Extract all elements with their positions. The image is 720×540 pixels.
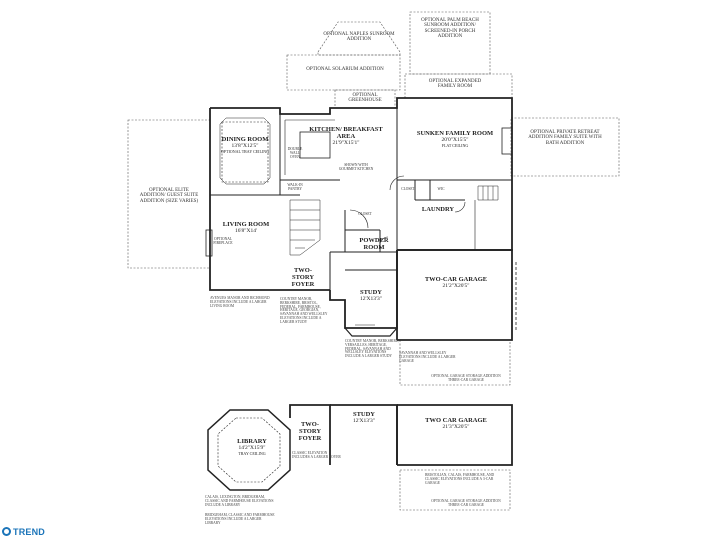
note-include-library: CALAIS, LEXINGTON, BRIDGEHAM, CLASSIC AN…	[205, 495, 274, 507]
palm-beach-option: OPTIONAL PALM BEACH SUNROOM ADDITION/ SC…	[421, 18, 479, 39]
solarium-outline	[286, 54, 401, 91]
two-story-foyer-alt-label: TWO-STORY FOYER	[298, 421, 322, 442]
naples-sunroom-option: OPTIONAL NAPLES SUNROOM ADDITION	[323, 32, 395, 43]
note-larger-living-room: AVENUES MANOR AND RICHMOND ELEVATIONS IN…	[210, 296, 270, 308]
private-retreat-outline	[510, 117, 620, 177]
garage-storage-outline-2	[399, 469, 511, 511]
solarium-option: OPTIONAL SOLARIUM ADDITION	[306, 67, 384, 72]
note-garage-storage: OPTIONAL GARAGE STORAGE ADDITION THREE-C…	[431, 374, 501, 382]
trend-logo-icon	[2, 527, 11, 536]
double-wall-oven-label: DOUBLE WALL OVEN	[287, 147, 303, 159]
optional-fireplace-label: OPTIONAL FIREPLACE	[213, 237, 233, 245]
note-larger-library: BRIDGEHAM, CLASSIC AND FARMHOUSE ELEVATI…	[205, 513, 275, 525]
garage-storage-outline	[399, 339, 511, 386]
elite-addition-option: OPTIONAL ELITE ADDITION/ GUEST SUITE ADD…	[139, 188, 199, 204]
expanded-family-option: OPTIONAL EXPANDED FAMILY ROOM	[428, 79, 482, 90]
walk-in-pantry-label: WALK-IN PANTRY	[287, 183, 303, 191]
note-larger-study-2: COUNTRY MANOR, BERKSHIRE, VERSAILLES, HE…	[345, 339, 399, 359]
closet-label: CLOSET	[401, 187, 415, 191]
stairs	[289, 185, 499, 256]
bay-window	[344, 327, 398, 337]
note-3-car-garage: BRISTOLIAN, CALAIS, FARMHOUSE, AND CLASS…	[425, 473, 495, 485]
alt-elevation-walls	[289, 404, 513, 466]
private-retreat-option: OPTIONAL PRIVATE RETREAT ADDITION FAMILY…	[528, 130, 602, 146]
note-larger-study-1: COUNTRY MANOR, BERKSHIRE, BRISTOL, FEDER…	[280, 297, 328, 324]
note-garage-storage-2: OPTIONAL GARAGE STORAGE ADDITION THREE-C…	[431, 499, 501, 507]
two-story-foyer-label: TWO-STORY FOYER	[291, 267, 315, 288]
interior-walls	[205, 107, 517, 330]
laundry-label: LAUNDRY	[421, 206, 455, 213]
shown-with-gourmet-kitchen-label: SHOWN WITH GOURMET KITCHEN	[338, 163, 374, 171]
wic-label: WIC	[437, 187, 445, 191]
powder-room-label: POWDER ROOM	[359, 237, 389, 251]
trend-watermark: TREND	[2, 526, 45, 537]
expanded-family-outline	[404, 73, 513, 99]
trend-watermark-text: TREND	[13, 526, 45, 537]
palm-beach-outline	[409, 11, 491, 75]
naples-sunroom-outline	[317, 21, 401, 56]
note-larger-garage: SAVANNAH AND WELLSLEY ELEVATIONS INCLUDE…	[399, 351, 456, 363]
library-walls	[207, 409, 291, 491]
door-swings	[349, 175, 466, 326]
optional-additions	[127, 11, 620, 511]
greenhouse-outline	[334, 89, 396, 109]
closet-label-2: CLOSET	[358, 212, 372, 216]
note-larger-foyer: CLASSIC ELEVATION INCLUDES A LARGER FOYE…	[292, 451, 341, 459]
greenhouse-option: OPTIONAL GREENHOUSE	[348, 93, 382, 104]
